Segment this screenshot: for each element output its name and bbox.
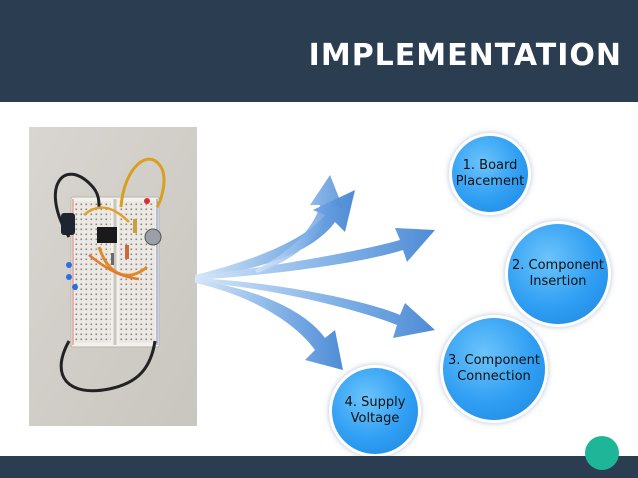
breadboard-photo [29,127,197,426]
step-label: 1. Board Placement [455,158,525,189]
divergent-arrows [195,175,435,370]
step-bubble-supply-voltage: 4. Supply Voltage [332,368,418,454]
header-bar: IMPLEMENTATION [0,0,638,102]
step-bubble-board-placement: 1. Board Placement [452,136,528,212]
footer-dot [585,436,619,470]
slide-title: IMPLEMENTATION [308,38,622,73]
step-label: 4. Supply Voltage [344,395,406,426]
step-bubble-component-insertion: 2. Component Insertion [508,224,608,324]
step-label: 3. Component Connection [447,353,540,384]
step-label: 2. Component Insertion [511,258,604,289]
footer-bar [0,456,638,478]
step-bubble-component-connection: 3. Component Connection [443,318,545,420]
